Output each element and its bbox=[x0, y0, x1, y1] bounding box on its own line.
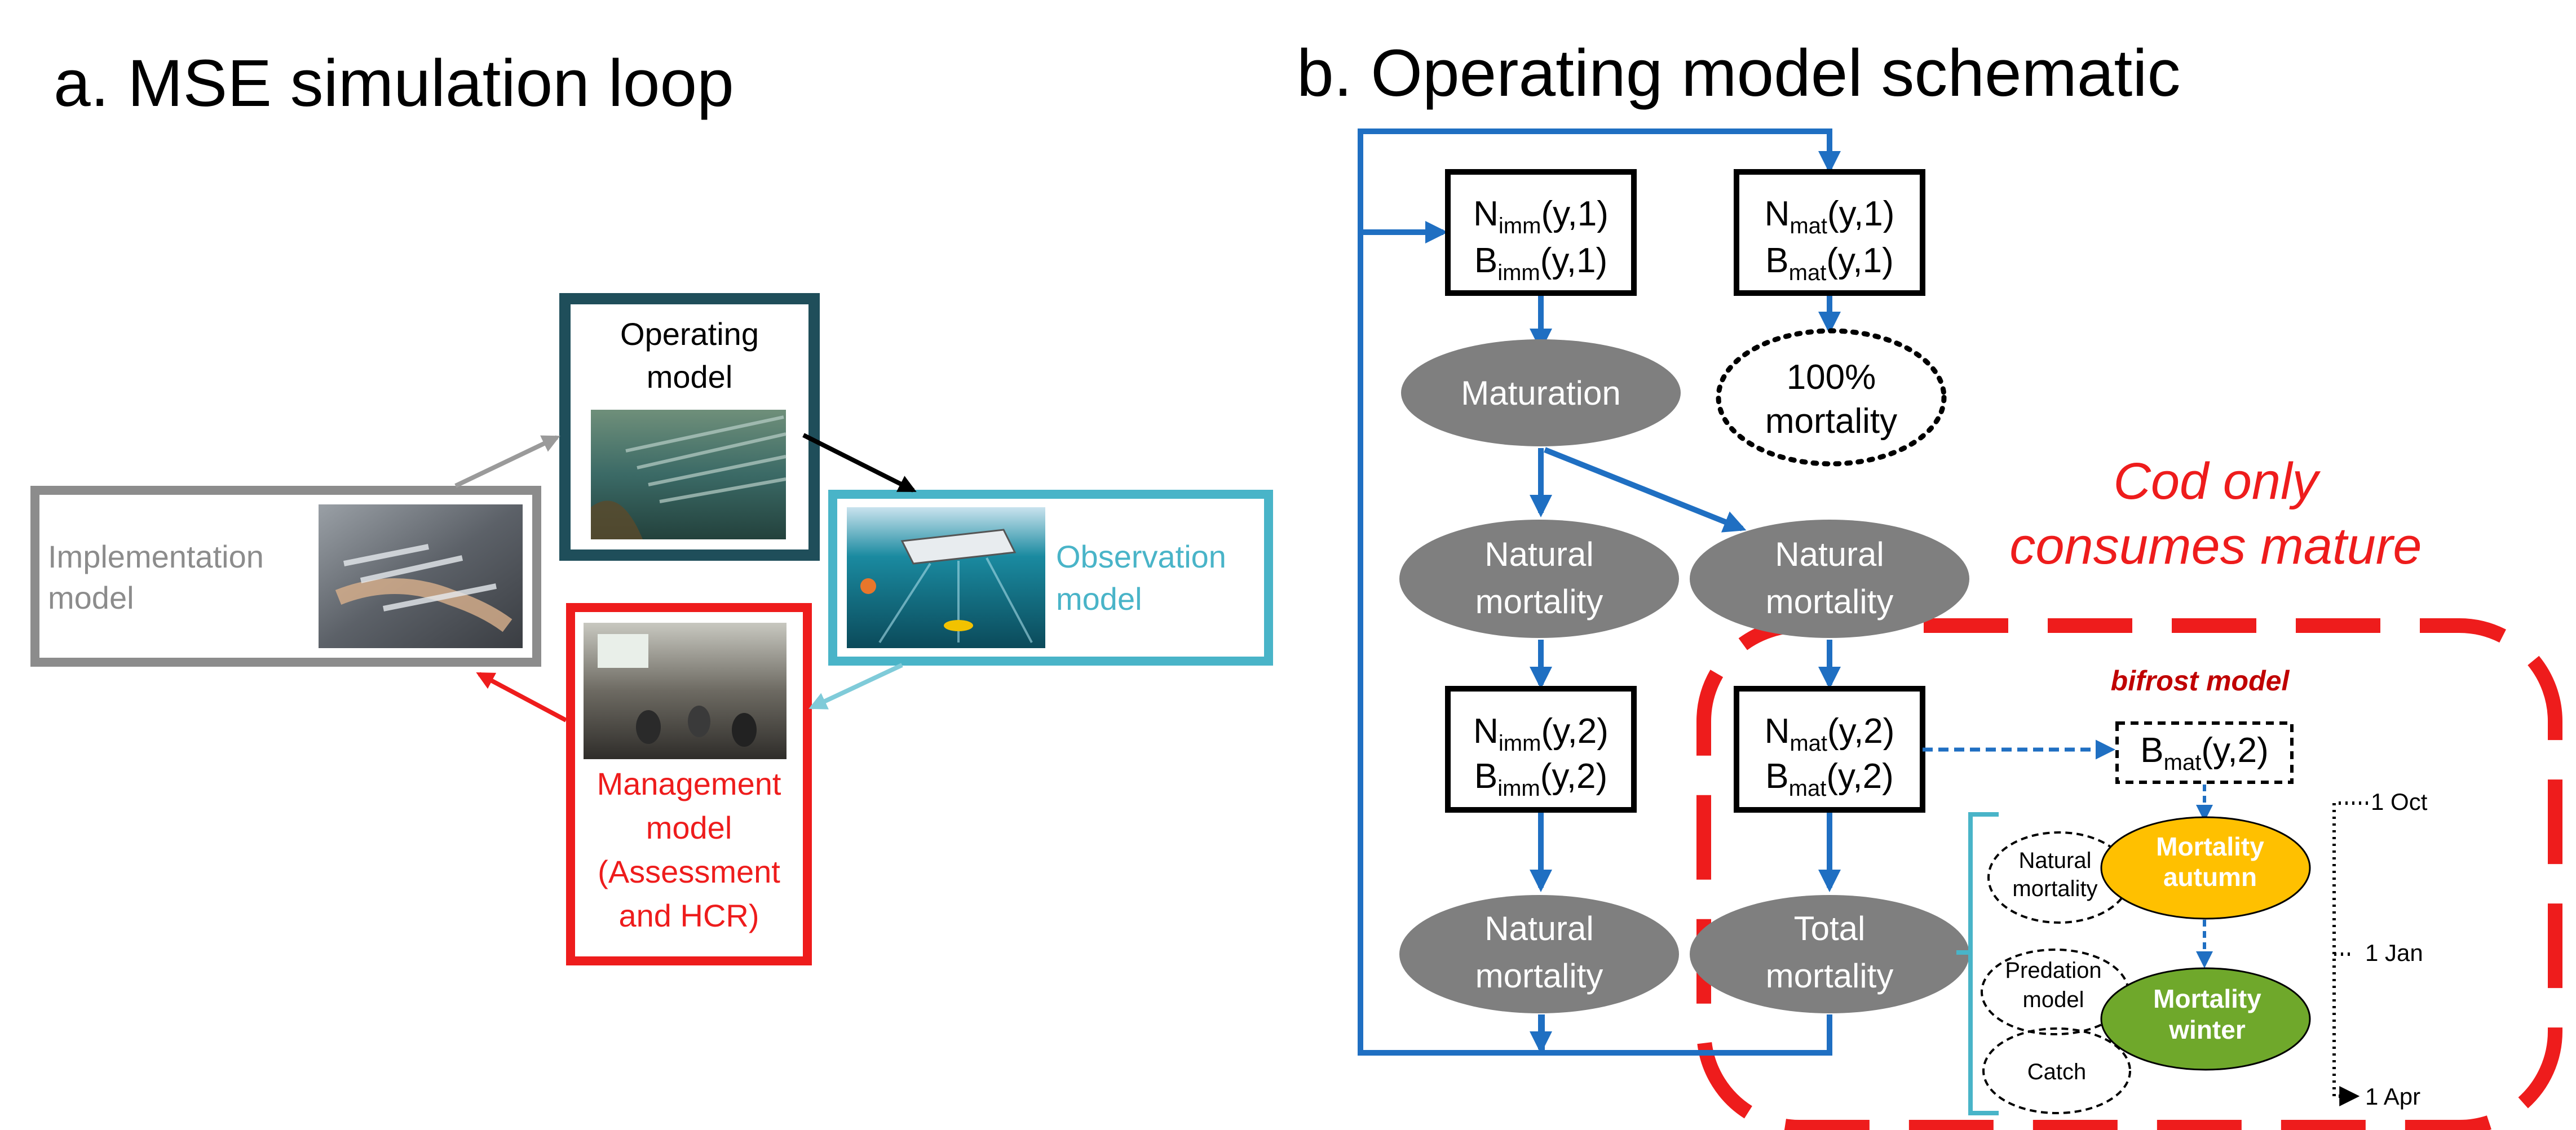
arrow-management-to-implementation bbox=[476, 672, 567, 723]
fish-school-image bbox=[591, 410, 787, 539]
meeting-room-image bbox=[584, 623, 787, 759]
timeline-date-apr: 1 Apr bbox=[2365, 1083, 2420, 1110]
observation-model-label-2: model bbox=[1056, 581, 1142, 617]
natural-mortality-imm-1-node: Natural mortality bbox=[1399, 520, 1679, 638]
cod-note-line-1: Cod only bbox=[2113, 453, 2321, 510]
maturation-node: Maturation bbox=[1401, 339, 1681, 446]
svg-text:100%: 100% bbox=[1787, 358, 1876, 397]
total-mortality-node: Total mortality bbox=[1690, 895, 1969, 1013]
n-imm-y1-box: Nimm(y,1) Bimm(y,1) bbox=[1445, 169, 1637, 296]
svg-text:Bmat(y,2): Bmat(y,2) bbox=[1765, 757, 1893, 801]
svg-text:Natural: Natural bbox=[1775, 535, 1884, 573]
svg-text:Bimm(y,2): Bimm(y,2) bbox=[1474, 757, 1607, 801]
svg-text:Nimm(y,2): Nimm(y,2) bbox=[1473, 712, 1609, 756]
timeline-line bbox=[2332, 801, 2368, 1106]
operating-model-label-2: model bbox=[647, 359, 733, 395]
components-bracket bbox=[1968, 812, 1999, 1115]
svg-text:Bmat(y,2): Bmat(y,2) bbox=[2140, 731, 2268, 775]
svg-text:Bmat(y,1): Bmat(y,1) bbox=[1765, 241, 1893, 285]
n-mat-y2-box: Nmat(y,2) Bmat(y,2) bbox=[1734, 686, 1925, 813]
svg-text:Maturation: Maturation bbox=[1461, 374, 1620, 412]
implementation-model-label-1: Implementation bbox=[48, 539, 264, 574]
n-imm-y2-box: Nimm(y,2) Bimm(y,2) bbox=[1445, 686, 1637, 813]
management-model-label-3: (Assessment bbox=[598, 854, 780, 889]
svg-text:Bimm(y,1): Bimm(y,1) bbox=[1474, 241, 1607, 285]
hundred-percent-mortality-node: 100% mortality bbox=[1716, 328, 1947, 467]
arrow-observation-to-management bbox=[808, 663, 903, 710]
natural-mortality-mat-node: Natural mortality bbox=[1690, 520, 1969, 638]
panel-b-title: b. Operating model schematic bbox=[1297, 36, 2181, 110]
bifrost-b-mat-box: Bmat(y,2) bbox=[2115, 721, 2294, 784]
svg-text:winter: winter bbox=[2168, 1015, 2246, 1044]
operating-model-node: Operating model bbox=[559, 293, 820, 561]
n-mat-y1-box: Nmat(y,1) Bmat(y,1) bbox=[1734, 169, 1925, 296]
svg-text:Natural: Natural bbox=[1484, 535, 1593, 573]
svg-text:Natural: Natural bbox=[1484, 910, 1593, 947]
timeline-date-jan: 1 Jan bbox=[2365, 940, 2423, 966]
svg-text:Mortality: Mortality bbox=[2156, 832, 2264, 861]
management-model-label-1: Management bbox=[597, 766, 781, 801]
svg-text:Catch: Catch bbox=[2027, 1060, 2087, 1084]
management-model-label-2: model bbox=[646, 810, 732, 845]
cod-note-line-2: consumes mature bbox=[2009, 517, 2422, 575]
management-model-node: Management model (Assessment and HCR) bbox=[566, 603, 812, 965]
cod-consumption-region bbox=[1696, 618, 2562, 1130]
svg-text:Total: Total bbox=[1794, 910, 1866, 947]
capelin-hands-image bbox=[319, 504, 523, 648]
operating-model-label-1: Operating bbox=[620, 316, 759, 352]
arrow-operating-to-observation bbox=[802, 433, 917, 493]
natural-mortality-imm-2-node: Natural mortality bbox=[1399, 895, 1679, 1013]
arrow-implementation-to-operating bbox=[454, 435, 560, 488]
svg-text:mortality: mortality bbox=[1475, 957, 1603, 995]
observation-model-label-1: Observation bbox=[1056, 539, 1226, 574]
svg-text:mortality: mortality bbox=[1475, 583, 1603, 621]
svg-text:mortality: mortality bbox=[1766, 957, 1894, 995]
svg-text:Predation: Predation bbox=[2005, 958, 2101, 983]
panel-a-title: a. MSE simulation loop bbox=[54, 46, 734, 121]
implementation-model-label-2: model bbox=[48, 580, 134, 615]
management-model-label-4: and HCR) bbox=[619, 898, 759, 933]
svg-text:mortality: mortality bbox=[2012, 876, 2097, 901]
loop-line-outer bbox=[1358, 128, 1841, 1056]
timeline-date-oct: 1 Oct bbox=[2371, 788, 2428, 815]
svg-text:Nmat(y,2): Nmat(y,2) bbox=[1765, 712, 1895, 756]
svg-text:Nmat(y,1): Nmat(y,1) bbox=[1765, 194, 1895, 238]
mortality-winter-node: Mortality winter bbox=[2100, 967, 2311, 1071]
predation-model-node: Predation model bbox=[1981, 949, 2129, 1035]
mortality-autumn-node: Mortality autumn bbox=[2100, 816, 2311, 920]
svg-text:mortality: mortality bbox=[1765, 402, 1897, 441]
arrow-maturation-to-natmort-mat bbox=[1544, 447, 1747, 533]
svg-text:Mortality: Mortality bbox=[2153, 984, 2261, 1013]
svg-text:mortality: mortality bbox=[1766, 583, 1894, 621]
bifrost-label: bifrost model bbox=[2111, 665, 2290, 697]
svg-text:Natural: Natural bbox=[2019, 848, 2092, 873]
implementation-model-node: Implementation model bbox=[30, 486, 541, 667]
svg-text:autumn: autumn bbox=[2163, 862, 2257, 892]
survey-vessel-image bbox=[847, 507, 1045, 648]
svg-text:Nimm(y,1): Nimm(y,1) bbox=[1473, 194, 1609, 238]
svg-text:model: model bbox=[2023, 987, 2084, 1012]
catch-node: Catch bbox=[1982, 1027, 2131, 1114]
observation-model-node: Observation model bbox=[828, 490, 1273, 666]
